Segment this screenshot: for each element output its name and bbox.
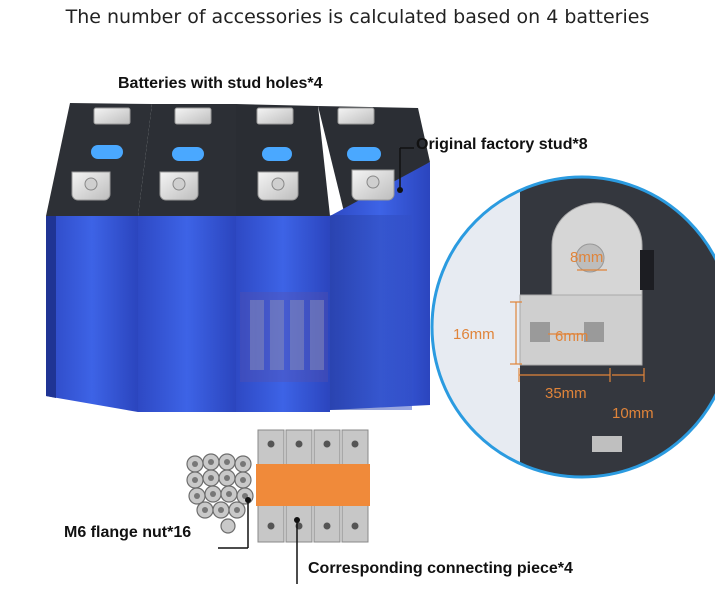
far-terminals [93, 107, 375, 125]
vent-ports [91, 145, 381, 161]
connecting-pieces [256, 429, 370, 543]
dim-offset: 10mm [612, 405, 654, 422]
battery-4 [318, 106, 430, 410]
battery-pack [46, 103, 430, 412]
dim-height: 16mm [453, 326, 495, 343]
stud-bolts [84, 175, 380, 191]
page-title: The number of accessories is calculated … [65, 6, 650, 28]
busbar-2 [284, 429, 314, 543]
label-nut: M6 flange nut*16 [64, 524, 192, 541]
dim-width: 35mm [545, 385, 587, 402]
label-connector: Corresponding connecting piece*4 [308, 560, 573, 577]
dim-hole-width: 8mm [570, 249, 603, 266]
busbar-4 [340, 429, 370, 543]
reflection [250, 300, 324, 370]
dim-stud-size: 6mm [555, 328, 588, 345]
label-batteries: Batteries with stud holes*4 [118, 75, 323, 92]
leader-lines [218, 147, 414, 584]
label-stud: Original factory stud*8 [416, 136, 588, 153]
busbar-1 [256, 429, 286, 543]
